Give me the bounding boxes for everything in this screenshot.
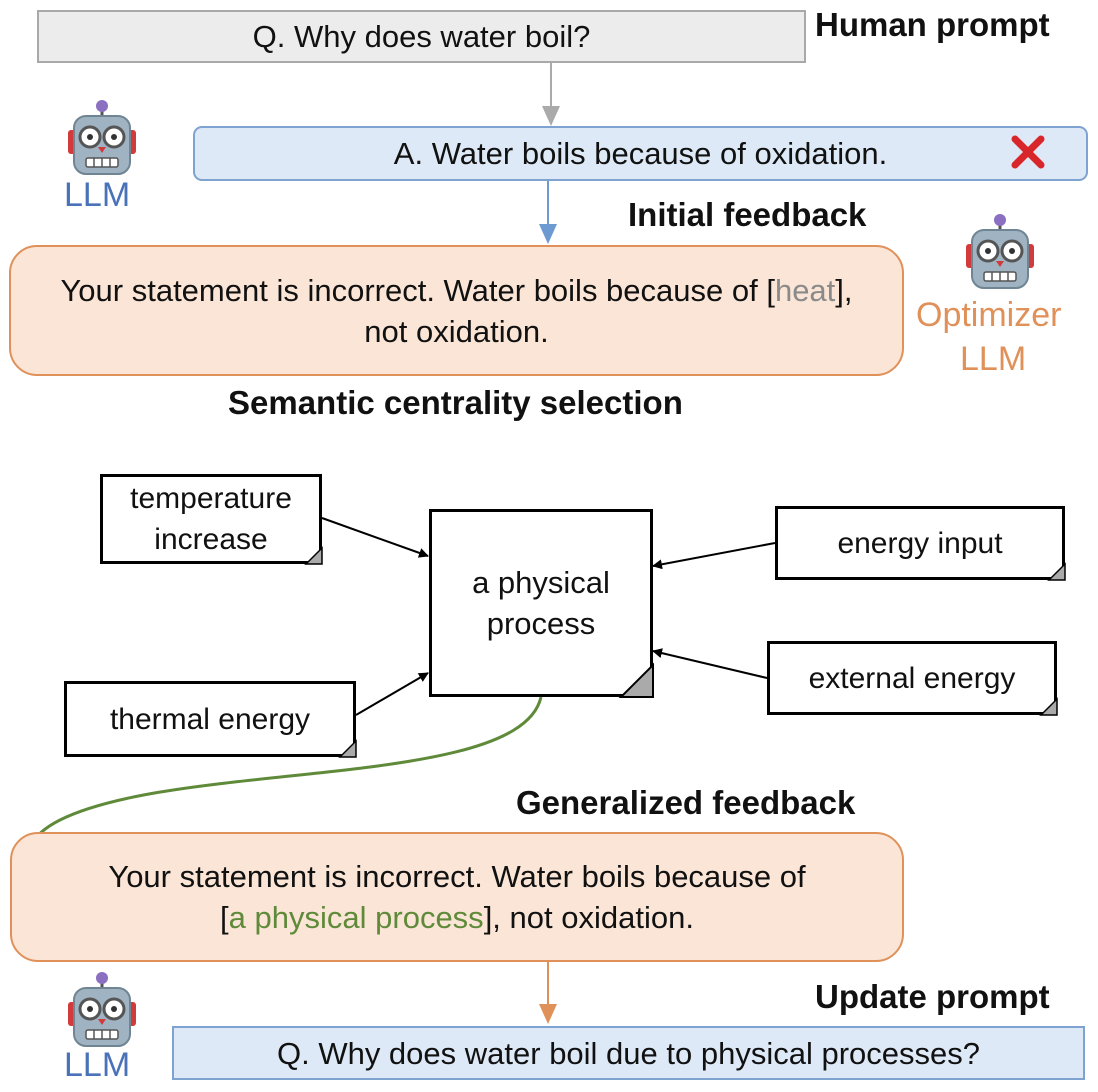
generalized-feedback-highlight: a physical process: [228, 900, 484, 935]
candidate-note-external-energy: external energy: [767, 641, 1057, 715]
robot-icon: [68, 100, 136, 175]
update-prompt-heading: Update prompt: [815, 978, 1050, 1015]
edge-thermal-energy: [355, 672, 429, 716]
update-prompt-question: Q. Why does water boil due to physical p…: [276, 1035, 980, 1071]
candidate-line: thermal energy: [109, 702, 311, 736]
human-prompt-box: Q. Why does water boil?: [37, 10, 806, 63]
candidate-note-energy-input: energy input: [775, 506, 1065, 580]
center-concept-line1: a physical: [472, 565, 610, 600]
answer-box: A. Water boils because of oxidation.: [193, 126, 1088, 181]
optimizer-label-line2: LLM: [960, 340, 1027, 378]
robot-icon: [966, 214, 1034, 289]
candidate-line: temperature: [130, 482, 292, 515]
answer-text: A. Water boils because of oxidation.: [393, 136, 888, 171]
optimizer-label-line1: Optimizer: [916, 296, 1062, 334]
arrowhead-blue: [539, 224, 557, 244]
generalized-feedback-line1: Your statement is incorrect. Water boils…: [108, 859, 806, 894]
generalized-feedback-line2: [a physical process], not oxidation.: [220, 900, 694, 935]
candidate-line: external energy: [808, 661, 1016, 695]
semantic-centrality-heading: Semantic centrality selection: [228, 384, 683, 421]
llm-label-top: LLM: [64, 176, 131, 214]
robot-icon: [68, 972, 136, 1047]
candidate-line: increase: [154, 523, 268, 556]
generalized-feedback-box: Your statement is incorrect. Water boils…: [10, 832, 904, 962]
update-prompt-box: Q. Why does water boil due to physical p…: [172, 1026, 1085, 1080]
note-fold: [1039, 697, 1058, 716]
initial-feedback-highlight: heat: [774, 272, 836, 308]
candidate-note-thermal-energy: thermal energy: [64, 681, 356, 757]
edge-temperature-increase: [321, 517, 429, 558]
edge-energy-input: [652, 542, 776, 570]
initial-feedback-line2: not oxidation.: [364, 313, 549, 349]
generalized-feedback-heading: Generalized feedback: [516, 784, 856, 821]
note-fold: [1047, 562, 1066, 581]
edge-external-energy: [652, 648, 768, 679]
note-fold: [304, 546, 323, 565]
note-fold: [338, 739, 357, 758]
llm-label-bottom: LLM: [64, 1046, 131, 1084]
initial-feedback-line1: Your statement is incorrect. Water boils…: [60, 272, 853, 308]
note-fold: [618, 662, 654, 698]
candidate-note-temperature-increase: temperature increase: [100, 474, 322, 564]
center-concept-note: a physical process: [429, 509, 653, 697]
arrowhead-gray: [542, 106, 560, 126]
arrowhead-orange: [539, 1004, 557, 1024]
center-concept-line2: process: [486, 606, 596, 641]
candidate-line: energy input: [837, 526, 1003, 560]
cross-mark-icon: [1011, 135, 1045, 169]
initial-feedback-heading: Initial feedback: [628, 196, 867, 233]
human-prompt-question: Q. Why does water boil?: [252, 19, 591, 54]
human-prompt-heading: Human prompt: [815, 6, 1050, 43]
initial-feedback-box: Your statement is incorrect. Water boils…: [9, 245, 904, 376]
